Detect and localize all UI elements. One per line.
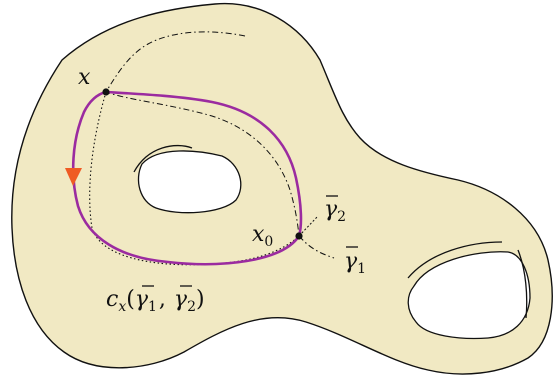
label-gamma2-sub: 2 [337, 209, 346, 225]
label-loop-open: ( [126, 287, 135, 312]
label-loop-g2: γ [174, 287, 188, 312]
label-loop-g2-sub: 2 [187, 299, 196, 315]
label-gamma1-sub: 1 [357, 261, 366, 277]
hole-center-rim [133, 144, 193, 173]
point-x0 [295, 232, 303, 240]
label-loop-comma: , [159, 287, 166, 312]
label-gamma2-base: γ [324, 197, 338, 222]
label-x0-base: x [252, 222, 265, 247]
label-loop: cx(γ1,γ2) [106, 287, 205, 315]
hole-right-edge [517, 249, 528, 319]
hole-center [137, 150, 242, 214]
path-dotted [89, 91, 300, 266]
label-x0-sub: 0 [264, 234, 273, 250]
label-loop-c-sub: x [118, 299, 126, 315]
label-gamma2: γ2 [324, 197, 346, 225]
label-loop-close: ) [196, 287, 205, 312]
point-x [102, 88, 110, 96]
loop-c-path [71, 90, 303, 266]
hole-right-rim [407, 241, 503, 279]
label-x: x [78, 65, 91, 90]
orientation-arrow [65, 168, 82, 186]
label-loop-g1: γ [135, 287, 149, 312]
hole-right [407, 251, 531, 340]
label-loop-g1-sub: 1 [148, 299, 157, 315]
label-loop-c: c [106, 287, 118, 312]
label-gamma1-base: γ [344, 249, 358, 274]
path-dashdot [105, 31, 300, 237]
label-gamma1: γ1 [344, 249, 366, 277]
label-x0: x0 [252, 222, 273, 250]
gamma2-tail [298, 215, 319, 237]
